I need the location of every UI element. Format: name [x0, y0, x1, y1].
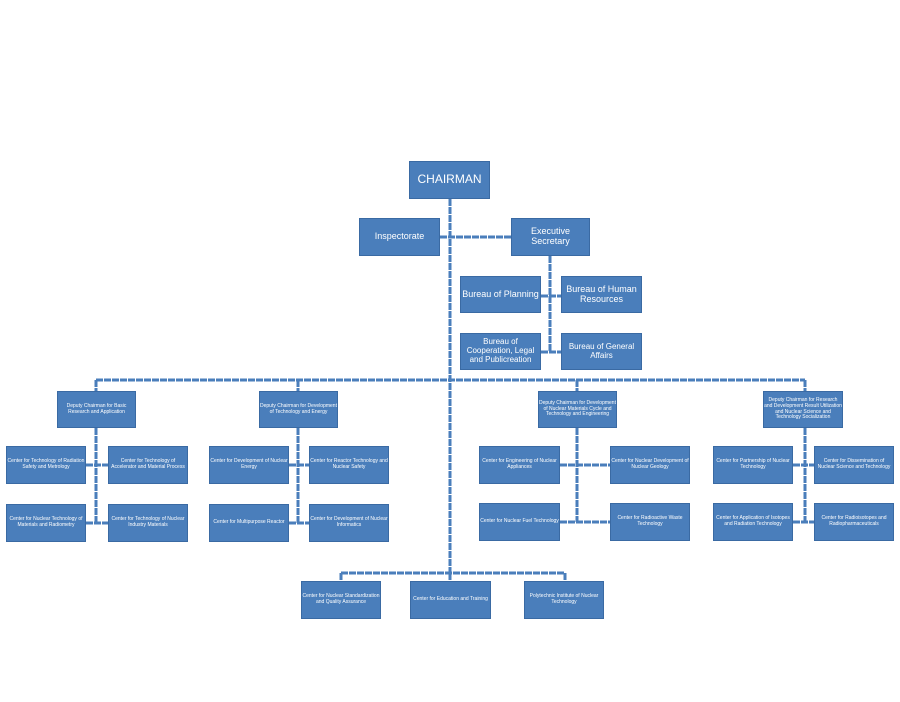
bureau-planning-box: Bureau of Planning — [460, 276, 541, 313]
bottom-center-box: Center for Education and Training — [410, 581, 491, 619]
inspectorate-box: Inspectorate — [359, 218, 440, 256]
deputy-box-2: Deputy Chairman for Development of Techn… — [259, 391, 338, 428]
bottom-center-box: Polytechnic Institute of Nuclear Technol… — [524, 581, 604, 619]
center-box: Center for Development of Nuclear Inform… — [309, 504, 389, 542]
center-box: Center for Partnership of Nuclear Techno… — [713, 446, 793, 484]
deputy-box-3: Deputy Chairman for Development of Nucle… — [538, 391, 617, 428]
deputy-box-4: Deputy Chairman for Research and Develop… — [763, 391, 843, 428]
center-box: Center for Nuclear Technology of Materia… — [6, 504, 86, 542]
center-box: Center for Radioactive Waste Technology — [610, 503, 690, 541]
center-box: Center for Nuclear Fuel Technology — [479, 503, 560, 541]
center-box: Center for Technology of Radiation Safet… — [6, 446, 86, 484]
center-box: Center for Reactor Technology and Nuclea… — [309, 446, 389, 484]
center-box: Center for Technology of Nuclear Industr… — [108, 504, 188, 542]
center-box: Center for Radioisotopes and Radiopharma… — [814, 503, 894, 541]
bottom-center-box: Center for Nuclear Standardization and Q… — [301, 581, 381, 619]
center-box: Center for Dissemination of Nuclear Scie… — [814, 446, 894, 484]
executive-secretary-box: Executive Secretary — [511, 218, 590, 256]
bureau-human-resources-box: Bureau of Human Resources — [561, 276, 642, 313]
deputy-box-1: Deputy Chairman for Basic Research and A… — [57, 391, 136, 428]
center-box: Center for Engineering of Nuclear Applia… — [479, 446, 560, 484]
center-box: Center for Application of Isotopes and R… — [713, 503, 793, 541]
center-box: Center for Nuclear Development of Nuclea… — [610, 446, 690, 484]
bureau-general-affairs-box: Bureau of General Affairs — [561, 333, 642, 370]
center-box: Center for Technology of Accelerator and… — [108, 446, 188, 484]
chairman-box: CHAIRMAN — [409, 161, 490, 199]
center-box: Center for Development of Nuclear Energy — [209, 446, 289, 484]
bureau-cooperation-box: Bureau of Cooperation, Legal and Publicr… — [460, 333, 541, 370]
center-box: Center for Multipurpose Reactor — [209, 504, 289, 542]
